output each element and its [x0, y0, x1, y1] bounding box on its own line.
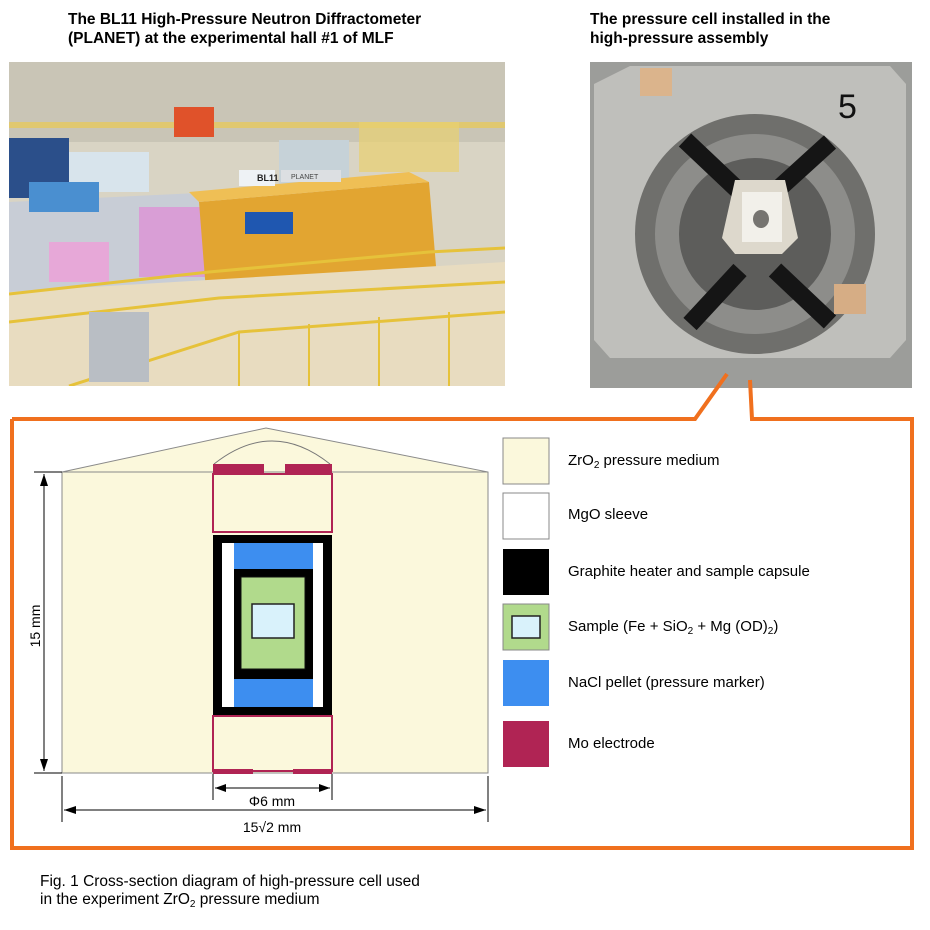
inner-dim-label: Φ6 mm [249, 793, 295, 809]
pressure-cell-illustration: 5 [590, 62, 912, 388]
outer-dim-arrow-right [474, 806, 486, 814]
mo-electrode-top-right [285, 464, 332, 474]
legend-label-mo: Mo electrode [568, 735, 655, 752]
left-caption-line2: (PLANET) at the experimental hall #1 of … [68, 30, 394, 47]
legend-swatch-sample-core [511, 615, 541, 639]
legend-label-mgo: MgO sleeve [568, 506, 649, 523]
mo-electrode-top-left [213, 464, 264, 474]
legend-label-graphite: Graphite heater and sample capsule [568, 563, 810, 580]
bl11-sign: BL11 [257, 173, 279, 183]
planet-sign: PLANET [291, 174, 319, 181]
legend-swatch-mo [503, 721, 549, 767]
mo-electrode-bottom-right [293, 769, 332, 774]
left-photo-caption: The BL11 High-Pressure Neutron Diffracto… [68, 10, 508, 48]
pressure-cell-photo: 5 [590, 62, 912, 388]
right-caption-line1: The pressure cell installed in the [590, 11, 831, 28]
right-photo-caption: The pressure cell installed in the high-… [590, 10, 910, 48]
legend-label-nacl: NaCl pellet (pressure marker) [568, 674, 765, 691]
legend-swatch-nacl [503, 660, 549, 706]
upper-zro2-plug [212, 473, 333, 533]
legend-label-zro2: ZrO2 pressure medium [568, 452, 720, 471]
diffractometer-photo: BL11 PLANET [9, 62, 505, 386]
sample-core [251, 603, 295, 639]
mo-electrode-bottom-left [213, 769, 253, 774]
right-caption-line2: high-pressure assembly [590, 30, 769, 47]
frame-connector-left [12, 372, 729, 421]
height-dim-arrow-bottom [40, 759, 48, 771]
frame-connector-right [10, 379, 914, 850]
figure-caption: Fig. 1 Cross-section diagram of high-pre… [40, 873, 640, 910]
height-dim-label: 15 mm [27, 605, 43, 648]
outer-dim-label: 15√2 mm [243, 819, 301, 835]
figure-caption-line2: in the experiment ZrO2 pressure medium [40, 891, 320, 910]
figure-caption-line1: Fig. 1 Cross-section diagram of high-pre… [40, 873, 420, 890]
inner-dim-arrow-right [319, 784, 330, 792]
legend-label-sample: Sample (Fe + SiO2 + Mg (OD)2) [568, 618, 779, 637]
cell-marker-digit: 5 [838, 88, 857, 126]
lower-zro2-plug [212, 715, 333, 772]
left-caption-line1: The BL11 High-Pressure Neutron Diffracto… [68, 11, 422, 28]
height-dim-arrow-top [40, 474, 48, 486]
legend-swatch-zro2 [502, 437, 550, 485]
inner-dim-arrow-left [215, 784, 226, 792]
nacl-pellet-bottom [234, 679, 313, 707]
top-arc [213, 440, 331, 465]
legend-swatch-mgo [502, 492, 550, 540]
outer-dim-arrow-left [64, 806, 76, 814]
diffractometer-illustration: BL11 PLANET [9, 62, 505, 386]
legend-swatch-graphite [503, 549, 549, 595]
nacl-pellet-top [234, 543, 313, 569]
